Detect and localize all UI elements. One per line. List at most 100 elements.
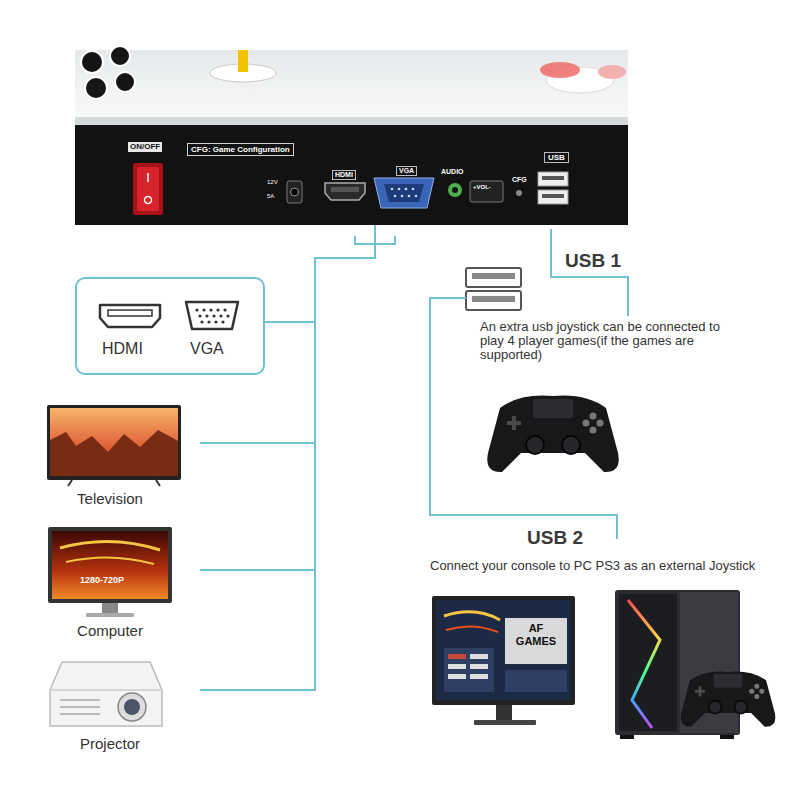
monitor-figure — [448, 674, 466, 679]
io-panel-body — [542, 194, 564, 198]
projector-figure — [118, 693, 146, 721]
port-label: +VOL- — [473, 184, 491, 191]
television-figure — [47, 405, 181, 486]
io-panel-body — [408, 195, 411, 198]
io-panel-body — [331, 187, 359, 192]
connector-icons — [209, 308, 212, 311]
io-panel-body — [75, 125, 628, 225]
connector-line — [265, 225, 375, 322]
connector-icons — [198, 314, 201, 317]
device-caption: Computer — [40, 622, 180, 640]
monitor-figure — [432, 596, 575, 705]
monitor-figure — [496, 705, 512, 720]
computer-figure — [102, 603, 118, 613]
io-panel-body — [374, 178, 434, 208]
port-label: HDMI — [332, 170, 356, 180]
usb-heading: USB 2 — [527, 527, 583, 549]
pc-tower — [628, 600, 660, 728]
connector-icons — [100, 302, 238, 329]
io-panel-body — [401, 195, 404, 198]
arcade-top — [75, 117, 628, 125]
monitor-figure — [470, 654, 488, 659]
io-panel-body — [538, 172, 568, 186]
io-panel-body — [415, 195, 418, 198]
io-panel-body — [394, 195, 397, 198]
monitor-figure — [432, 596, 575, 725]
usb-note: Connect your console to PC PS3 as an ext… — [430, 558, 755, 574]
io-panel-body — [147, 173, 149, 182]
projector-figure — [124, 699, 140, 715]
io-panel-body — [384, 184, 424, 202]
connector-icons — [207, 320, 210, 323]
connector-icons — [221, 320, 224, 323]
io-panel-body — [412, 188, 415, 191]
connector-icons — [186, 302, 238, 329]
connector-line — [200, 322, 315, 570]
computer-figure — [52, 531, 168, 599]
pc-tower — [615, 590, 740, 739]
port-label: CFG: Game Configuration — [187, 143, 294, 156]
connector-icons — [212, 314, 215, 317]
computer-figure — [66, 557, 154, 564]
port-label: 5A — [267, 193, 274, 200]
output-label: HDMI — [102, 339, 143, 358]
television-figure — [68, 480, 72, 486]
connector-icons — [219, 314, 222, 317]
pc-tower — [720, 735, 734, 739]
arcade-top — [81, 51, 103, 73]
leader-line — [551, 229, 628, 316]
device-caption: Projector — [40, 735, 180, 753]
connector-icons — [200, 320, 203, 323]
monitor-figure — [505, 670, 567, 692]
projector-figure — [60, 713, 100, 715]
usb-note: An extra usb joystick can be connected t… — [480, 320, 745, 362]
projector-figure — [50, 689, 162, 691]
io-panel-body — [470, 181, 503, 202]
connector-icons — [216, 308, 219, 311]
monitor-figure — [474, 720, 536, 725]
connector-icons — [214, 320, 217, 323]
monitor-figure — [436, 600, 571, 700]
usb-port-icon — [472, 296, 515, 302]
leader-line — [430, 229, 628, 539]
gamepad — [487, 396, 618, 473]
usb-port-icon — [466, 291, 521, 310]
pc-tower — [619, 594, 677, 731]
computer-figure — [48, 527, 172, 603]
port-label: VGA — [396, 166, 417, 176]
io-panel-body — [75, 125, 628, 225]
io-panel-body — [137, 167, 159, 211]
io-panel-body — [448, 183, 462, 197]
arcade-top — [540, 62, 580, 78]
port-label: CFG — [512, 176, 527, 184]
device-figure: Projector — [40, 652, 200, 757]
connector-icons — [202, 308, 205, 311]
io-panel-body — [325, 183, 365, 200]
pc-tower — [615, 590, 740, 735]
io-panel: ON/OFFCFG: Game Configuration12V5AHDMIVG… — [75, 125, 628, 225]
output-label: VGA — [190, 339, 224, 358]
io-panel-body — [452, 187, 458, 193]
monitor-figure — [470, 674, 488, 679]
device-caption: Television — [40, 490, 180, 508]
io-panel-body — [291, 188, 299, 196]
monitor-figure — [448, 654, 466, 659]
io-panel-body — [145, 197, 152, 204]
monitor-figure — [444, 648, 494, 692]
television-figure — [47, 405, 181, 480]
connector-icons — [108, 310, 152, 316]
computer-figure — [60, 541, 160, 550]
port-label: USB — [544, 152, 569, 163]
television-figure — [156, 480, 160, 486]
computer-figure — [48, 527, 172, 617]
arcade-top — [85, 77, 107, 99]
arcade-top — [75, 50, 628, 125]
projector-figure — [50, 662, 162, 726]
connector-icons — [223, 308, 226, 311]
screen-text: AF GAMES — [507, 622, 565, 648]
gamepad — [681, 672, 776, 727]
connector-icons — [205, 314, 208, 317]
